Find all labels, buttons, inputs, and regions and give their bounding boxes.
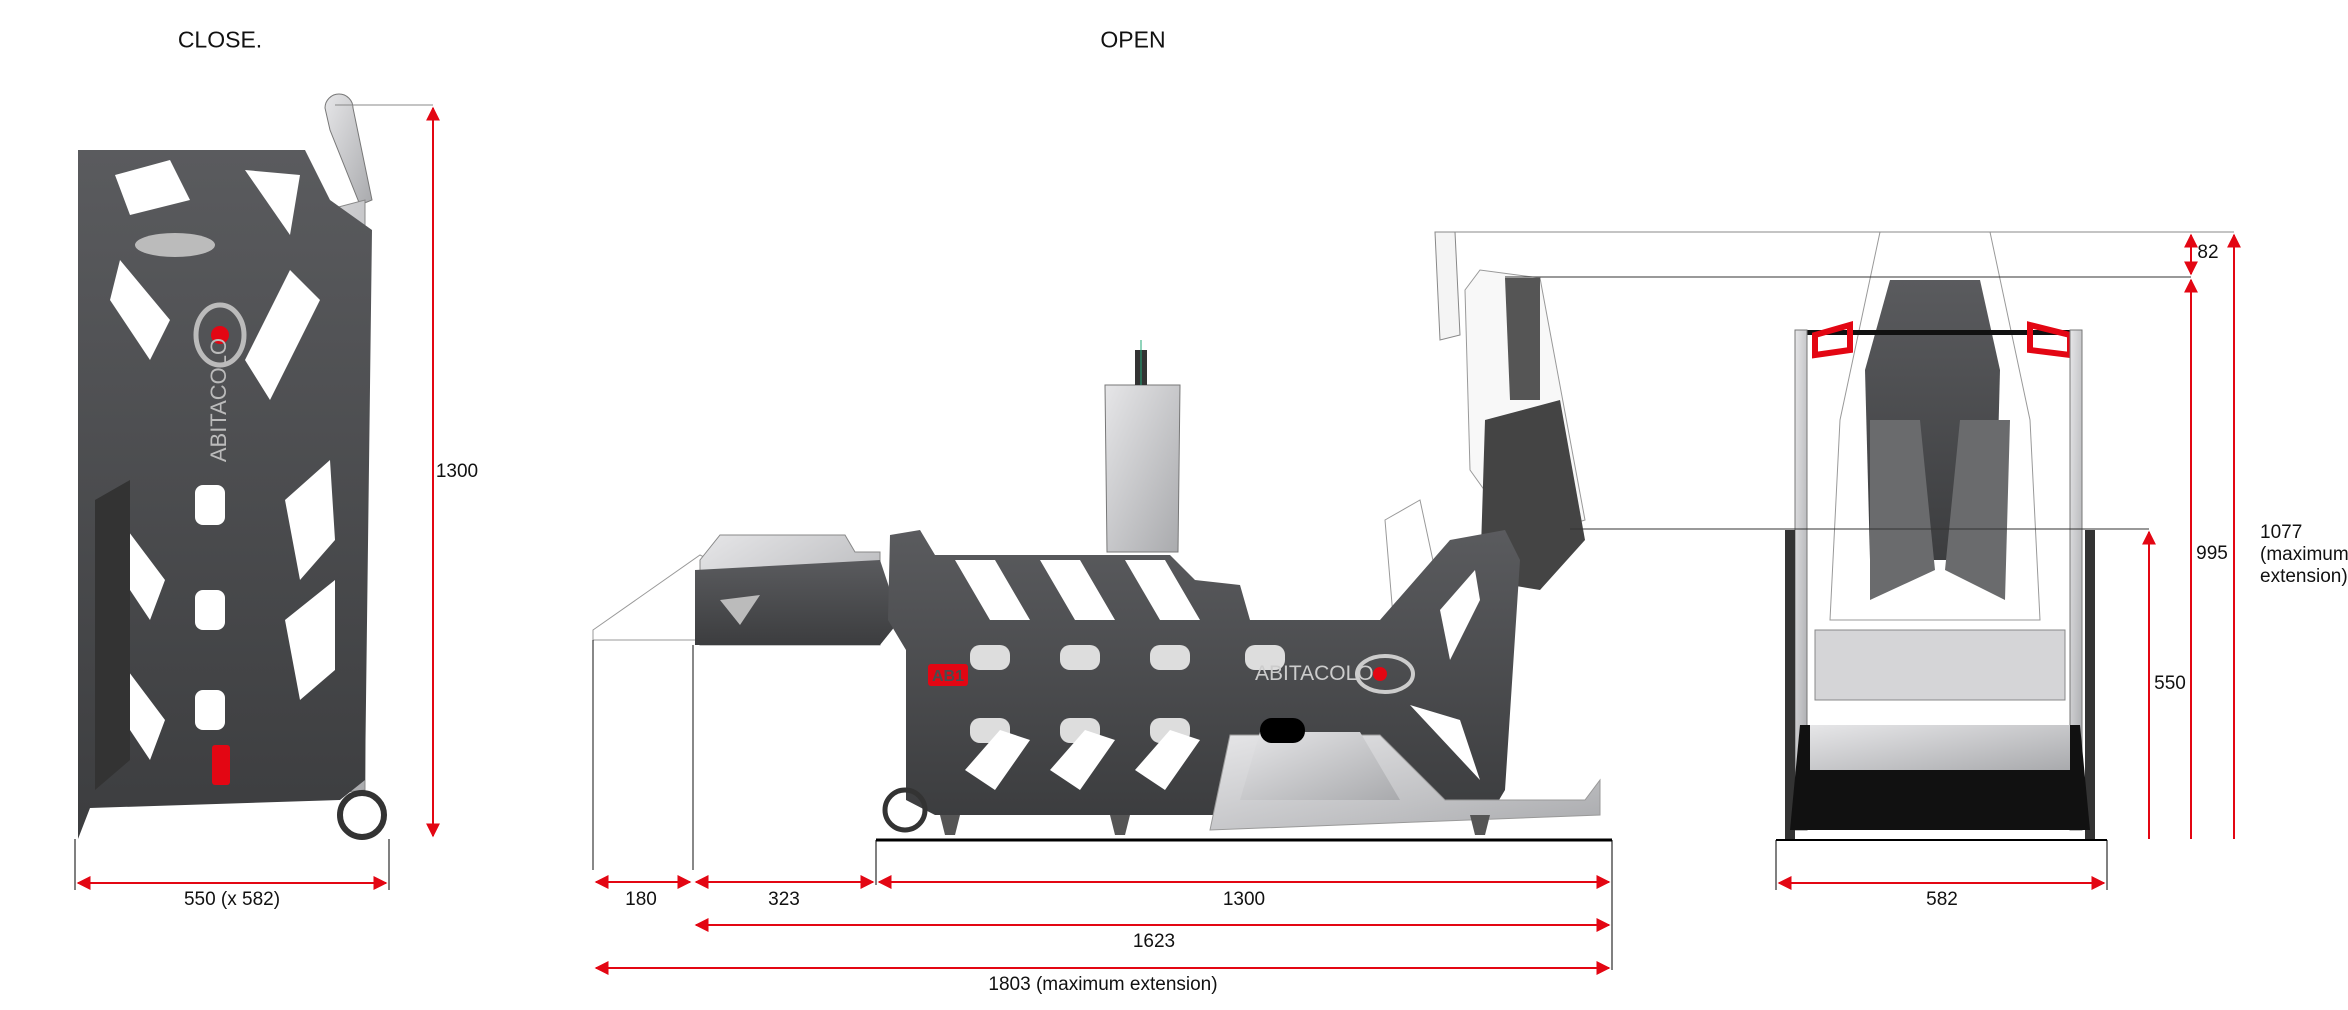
- close-view-drawing: ABITACOLO: [78, 93, 387, 840]
- dim-582-label: 582: [1926, 889, 1958, 910]
- open-badge: AB1: [932, 668, 964, 685]
- open-view-drawing: ABITACOLO AB1: [592, 231, 1613, 970]
- open-view-title: OPEN: [1100, 26, 1166, 53]
- dim-550-label: 550: [2154, 673, 2186, 694]
- close-view-title: CLOSE.: [177, 26, 263, 53]
- dim-995-label: 995: [2196, 543, 2228, 564]
- dim-1077-label: 1077 (maximum extension): [2260, 522, 2348, 587]
- dim-1803-label: 1803 (maximum extension): [988, 974, 1218, 995]
- dim-1623-label: 1623: [1132, 931, 1176, 952]
- open-logo: ABITACOLO: [1255, 662, 1374, 685]
- dim-82-label: 82: [2197, 242, 2219, 263]
- close-height-label: 1300: [435, 461, 479, 482]
- dim-323-label: 323: [768, 889, 800, 910]
- dim-180-label: 180: [625, 889, 657, 910]
- dim-1300-label: 1300: [1222, 889, 1266, 910]
- top-arm: [324, 93, 373, 206]
- dimension-lines: [74, 104, 2241, 975]
- front-view-drawing: [1455, 231, 2234, 841]
- close-logo: ABITACOLO: [206, 338, 231, 462]
- close-width-label: 550 (x 582): [183, 889, 281, 910]
